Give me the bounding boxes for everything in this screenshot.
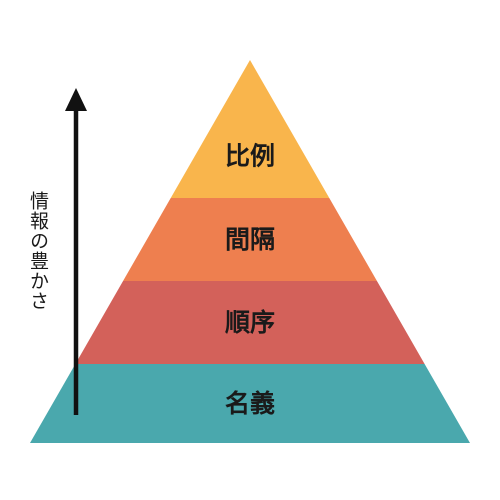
level-interval-label: 間隔 — [225, 225, 275, 254]
richness-arrow — [65, 88, 87, 415]
level-ratio-label: 比例 — [225, 142, 275, 171]
level-ordinal-band — [75, 281, 425, 364]
level-nominal-label: 名義 — [225, 389, 275, 418]
arrow-head — [65, 88, 87, 111]
level-ratio-band — [170, 60, 330, 198]
level-interval-band — [123, 198, 377, 281]
level-ordinal-label: 順序 — [225, 308, 275, 337]
level-nominal-band — [30, 364, 470, 443]
axis-label: 情報の豊かさ — [27, 191, 49, 311]
